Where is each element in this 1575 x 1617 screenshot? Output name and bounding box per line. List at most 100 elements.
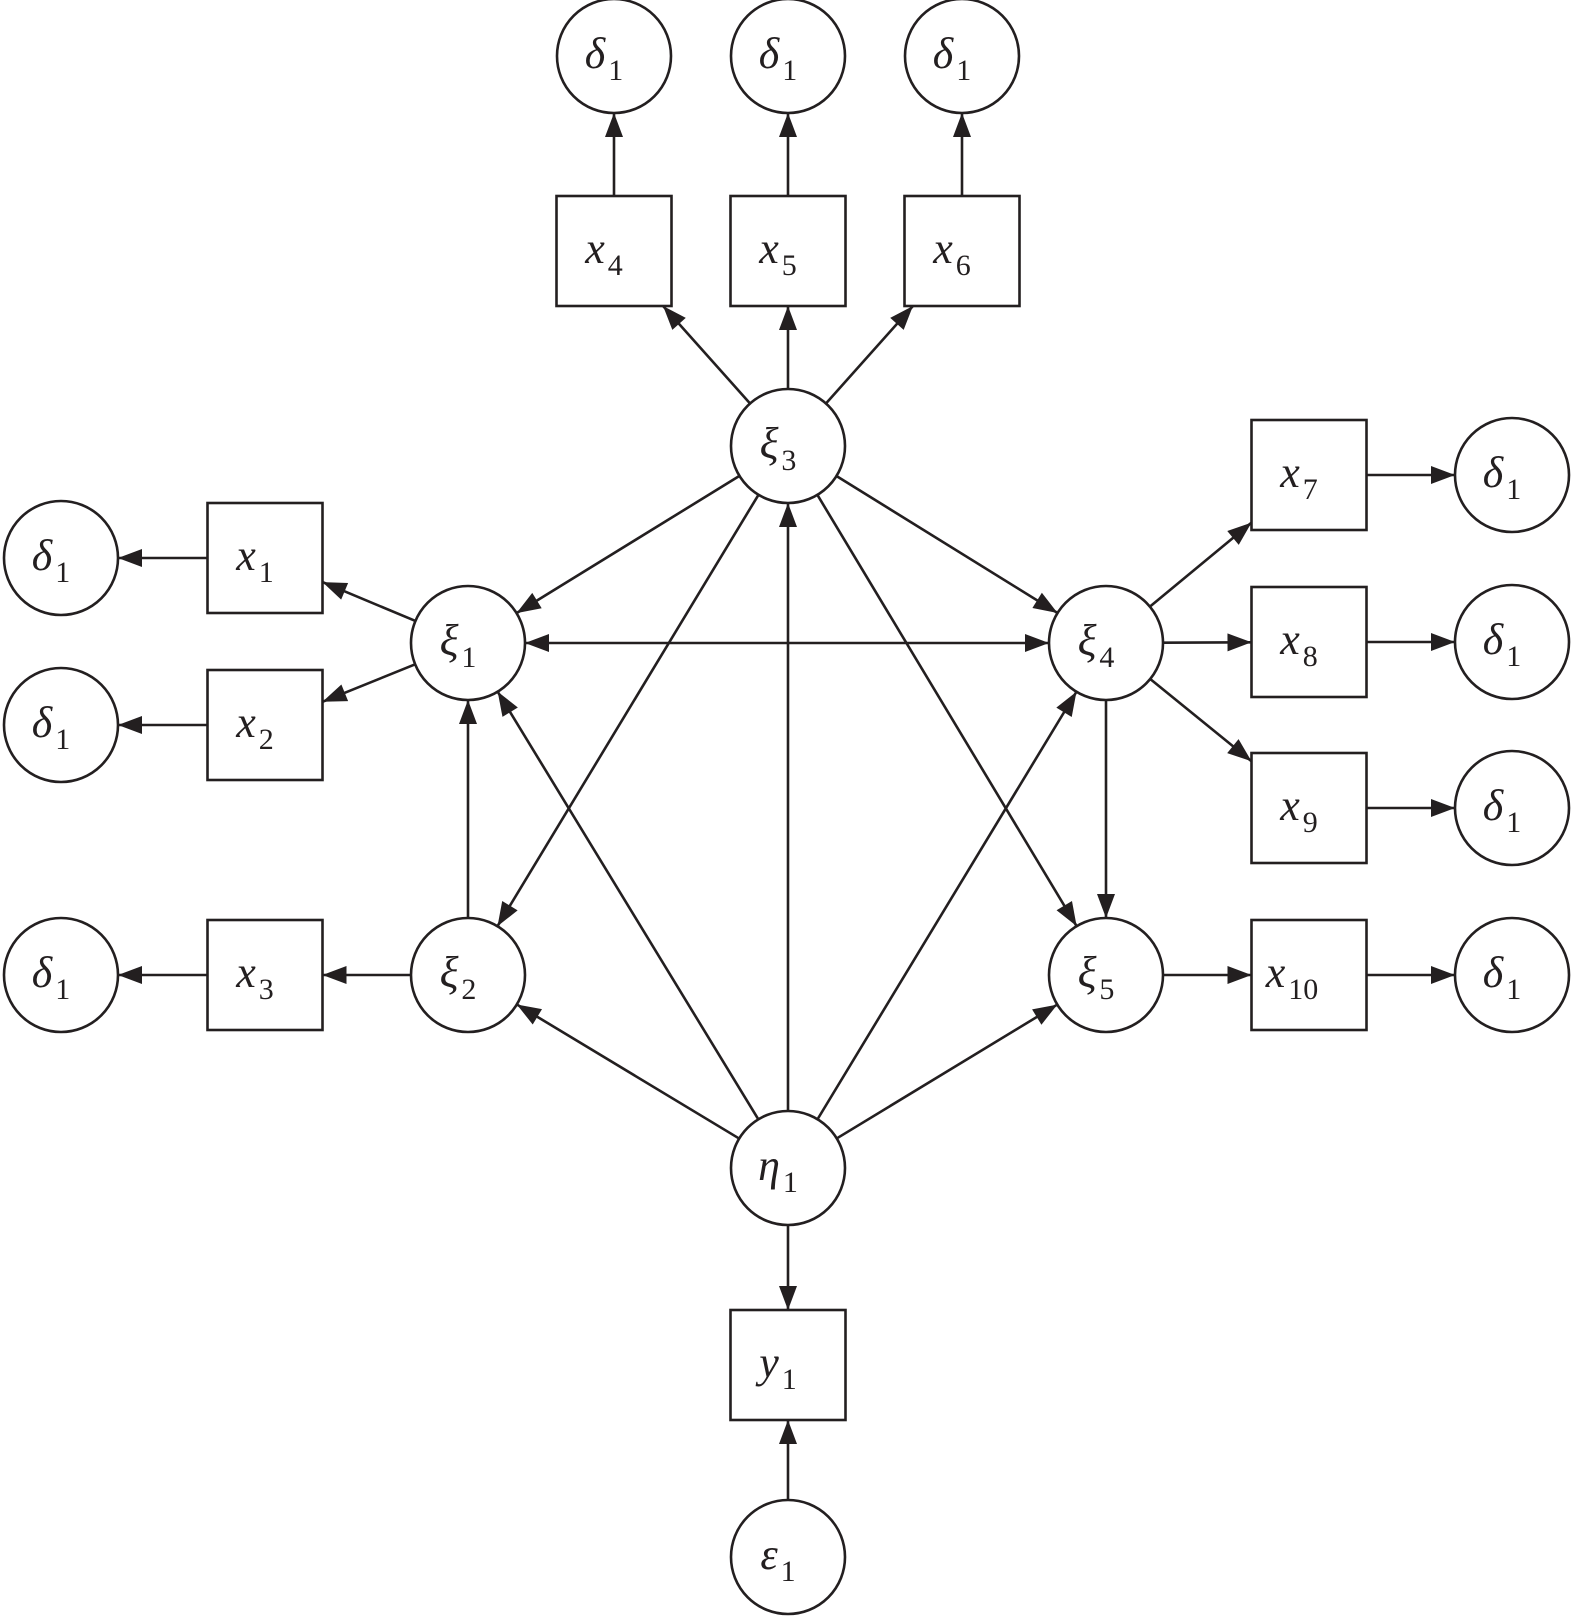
arrowhead	[516, 1004, 543, 1025]
arrowhead	[118, 966, 142, 984]
arrowhead	[1431, 799, 1455, 817]
arrowhead	[1227, 739, 1252, 762]
node-subscript: 3	[259, 973, 274, 1006]
node-symbol: y	[755, 1338, 779, 1387]
edge-eta1-to-xi5	[836, 1003, 1058, 1140]
arrowhead	[1227, 966, 1252, 984]
node-symbol: δ	[1483, 781, 1505, 830]
edge-eta1-to-xi2	[516, 1003, 740, 1140]
node-subscript: 8	[1303, 640, 1318, 673]
edge-xi4-to-xi5	[1097, 700, 1115, 918]
arrowhead	[525, 634, 549, 652]
edge-xi3-to-x4	[662, 305, 752, 405]
node-circle	[729, 0, 847, 115]
arrowhead	[663, 306, 686, 330]
node-subscript: 7	[1303, 473, 1318, 506]
edge-line	[816, 494, 1078, 927]
node-circle	[2, 916, 120, 1034]
edge-line	[496, 690, 760, 1121]
node-subscript: 3	[781, 444, 796, 477]
node-symbol: δ	[32, 698, 54, 747]
node-subscript: 4	[608, 249, 623, 282]
node-symbol: x	[584, 224, 605, 273]
node-subscript: 5	[782, 249, 797, 282]
node-symbol: δ	[759, 29, 781, 78]
node-subscript: 10	[1288, 973, 1318, 1006]
edge-x9-to-d9	[1366, 799, 1455, 817]
edge-xi3-to-xi5	[816, 494, 1078, 927]
arrowhead	[497, 901, 518, 927]
node-circle	[409, 584, 527, 702]
edge-x1-to-d1	[118, 549, 208, 567]
node-subscript: 1	[1506, 473, 1521, 506]
node-circle	[1047, 916, 1165, 1034]
edge-layer	[118, 113, 1455, 1500]
edge-eps1-to-y1	[779, 1420, 797, 1500]
node-subscript: 2	[461, 973, 476, 1006]
edge-xi4-to-x9	[1149, 677, 1253, 763]
edge-xi3-to-xi1	[515, 474, 741, 615]
node-circle	[1453, 916, 1571, 1034]
edge-line	[816, 691, 1078, 1120]
node-symbol: x	[235, 948, 256, 997]
node-subscript: 1	[1506, 806, 1521, 839]
node-symbol: δ	[933, 29, 955, 78]
arrowhead	[1431, 966, 1455, 984]
node-symbol: x	[1265, 948, 1286, 997]
node-subscript: 2	[259, 723, 274, 756]
edge-x3-to-d3	[118, 966, 208, 984]
edge-eta1-to-y1	[779, 1225, 797, 1310]
node-subscript: 1	[781, 1555, 796, 1588]
edge-xi3-to-xi4	[835, 474, 1059, 615]
arrowhead	[516, 592, 542, 614]
edge-xi3-to-xi2	[496, 494, 760, 927]
arrowhead	[1431, 466, 1455, 484]
node-symbol: ε	[760, 1530, 778, 1579]
arrowhead	[322, 582, 349, 600]
edge-x5-to-d5	[779, 113, 797, 196]
edge-eta1-to-xi4	[816, 691, 1078, 1120]
edge-line	[496, 494, 760, 927]
arrowhead	[118, 716, 142, 734]
node-circle	[2, 666, 120, 784]
node-subscript: 1	[1506, 640, 1521, 673]
edge-xi1-to-x1	[321, 580, 416, 623]
edge-xi5-to-x10	[1163, 966, 1252, 984]
node-symbol: x	[235, 531, 256, 580]
node-circle	[729, 1109, 847, 1227]
edge-x4-to-d4	[605, 113, 623, 196]
arrowhead	[1097, 894, 1115, 918]
edge-line	[835, 474, 1059, 615]
node-subscript: 1	[259, 556, 274, 589]
edge-eta1-to-xi1	[496, 690, 760, 1121]
edge-xi3-to-x5	[779, 306, 797, 389]
arrowhead	[459, 700, 477, 724]
edge-xi4-to-x7	[1149, 521, 1253, 608]
node-box	[206, 918, 324, 1032]
edge-xi2-to-x3	[322, 966, 411, 984]
node-symbol: δ	[585, 29, 607, 78]
node-subscript: 5	[1099, 973, 1114, 1006]
edge-line	[836, 1003, 1058, 1140]
